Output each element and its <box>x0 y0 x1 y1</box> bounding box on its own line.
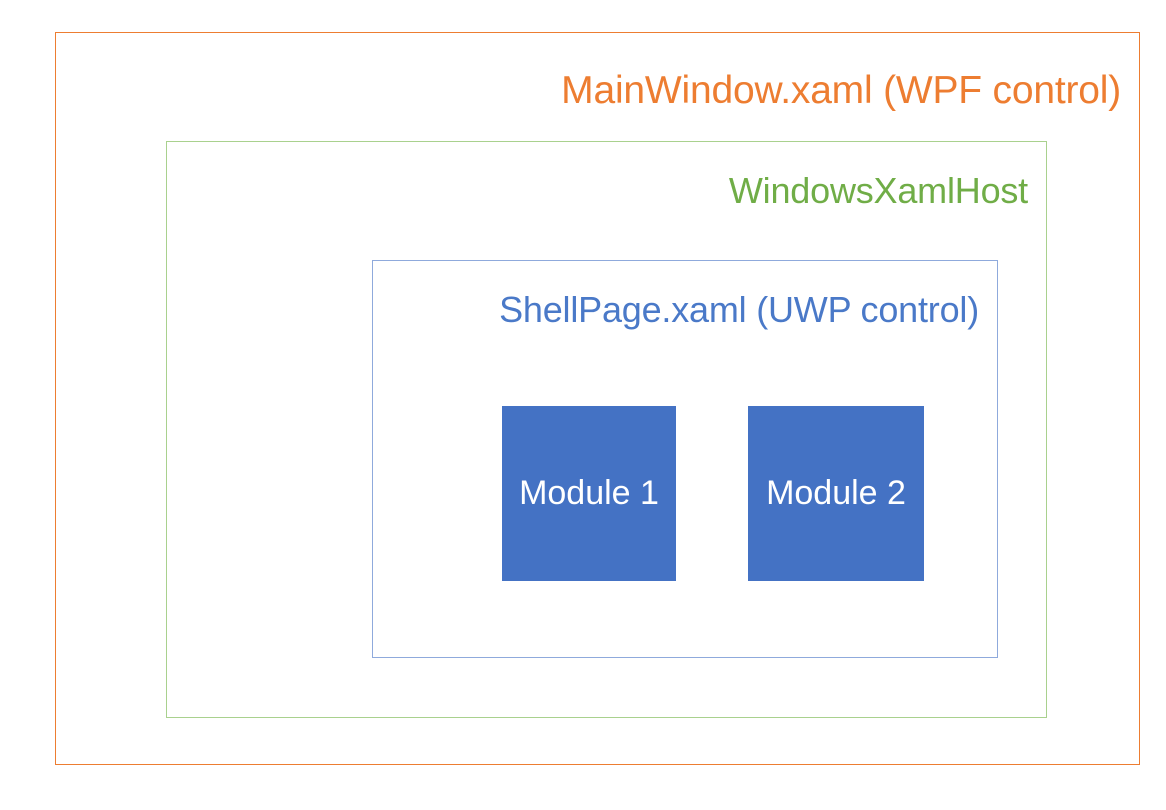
module-1-label: Module 1 <box>519 474 659 513</box>
layer-windowsxamlhost-label: WindowsXamlHost <box>728 170 1028 211</box>
module-2-tile: Module 2 <box>748 406 924 581</box>
layer-mainwindow-label: MainWindow.xaml (WPF control) <box>561 69 1121 112</box>
layer-mainwindow-box: MainWindow.xaml (WPF control) <box>55 32 1140 765</box>
layer-shellpage-box: ShellPage.xaml (UWP control) <box>372 260 998 658</box>
layer-shellpage-label: ShellPage.xaml (UWP control) <box>499 289 979 330</box>
layer-windowsxamlhost-box: WindowsXamlHost <box>166 141 1047 718</box>
module-1-tile: Module 1 <box>502 406 676 581</box>
module-2-label: Module 2 <box>766 474 906 513</box>
